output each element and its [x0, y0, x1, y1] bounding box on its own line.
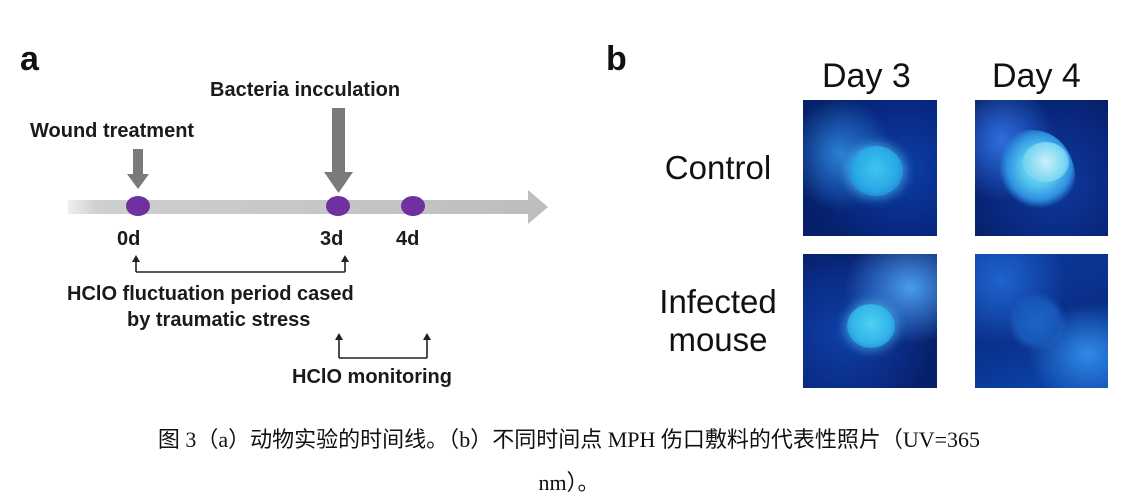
row-label-infected: Infected mouse	[645, 283, 791, 359]
bacteria-inoculation-label: Bacteria incculation	[210, 79, 401, 101]
row-label-control-text: Control	[664, 149, 772, 186]
day-label-0: 0d	[117, 228, 141, 250]
day-label-4: 4d	[396, 228, 420, 250]
panel-b-label: b	[606, 40, 627, 78]
wound-treatment-label: Wound treatment	[30, 120, 195, 142]
day-3-dot	[326, 196, 350, 216]
day-4-dot	[401, 196, 425, 216]
row-label-control: Control	[648, 149, 788, 187]
monitoring-bracket	[338, 337, 428, 359]
photo-infected-day4	[975, 254, 1108, 388]
photo-infected-day3	[803, 254, 937, 388]
column-header-day3: Day 3	[822, 57, 911, 95]
bacteria-arrow-icon	[324, 108, 353, 193]
figure-caption-line2: nm）。	[538, 470, 600, 495]
fluctuation-bracket	[135, 259, 346, 273]
hclo-monitoring-label: HClO monitoring	[292, 366, 452, 388]
timeline-diagram	[68, 108, 548, 359]
row-label-infected-line2: mouse	[668, 320, 768, 358]
photo-control-day4	[975, 100, 1108, 236]
wound-treatment-arrow-icon	[127, 149, 149, 189]
column-header-day4: Day 4	[992, 57, 1081, 95]
photo-control-day3	[803, 100, 937, 236]
dressing-spot	[849, 146, 903, 196]
timeline-arrow	[68, 190, 548, 224]
dressing-spot	[847, 304, 895, 348]
row-label-infected-line1: Infected	[659, 283, 777, 320]
dressing-spot	[1013, 298, 1061, 346]
figure-caption-line1: 图 3（a）动物实验的时间线。（b）不同时间点 MPH 伤口敷料的代表性照片（U…	[157, 427, 981, 452]
panel-a-label: a	[20, 40, 39, 78]
day-label-3: 3d	[320, 228, 344, 250]
dressing-highlight	[1023, 142, 1069, 182]
day-0-dot	[126, 196, 150, 216]
hclo-fluctuation-label-line2: by traumatic stress	[127, 309, 311, 331]
hclo-fluctuation-label-line1: HClO fluctuation period cased	[67, 283, 354, 305]
